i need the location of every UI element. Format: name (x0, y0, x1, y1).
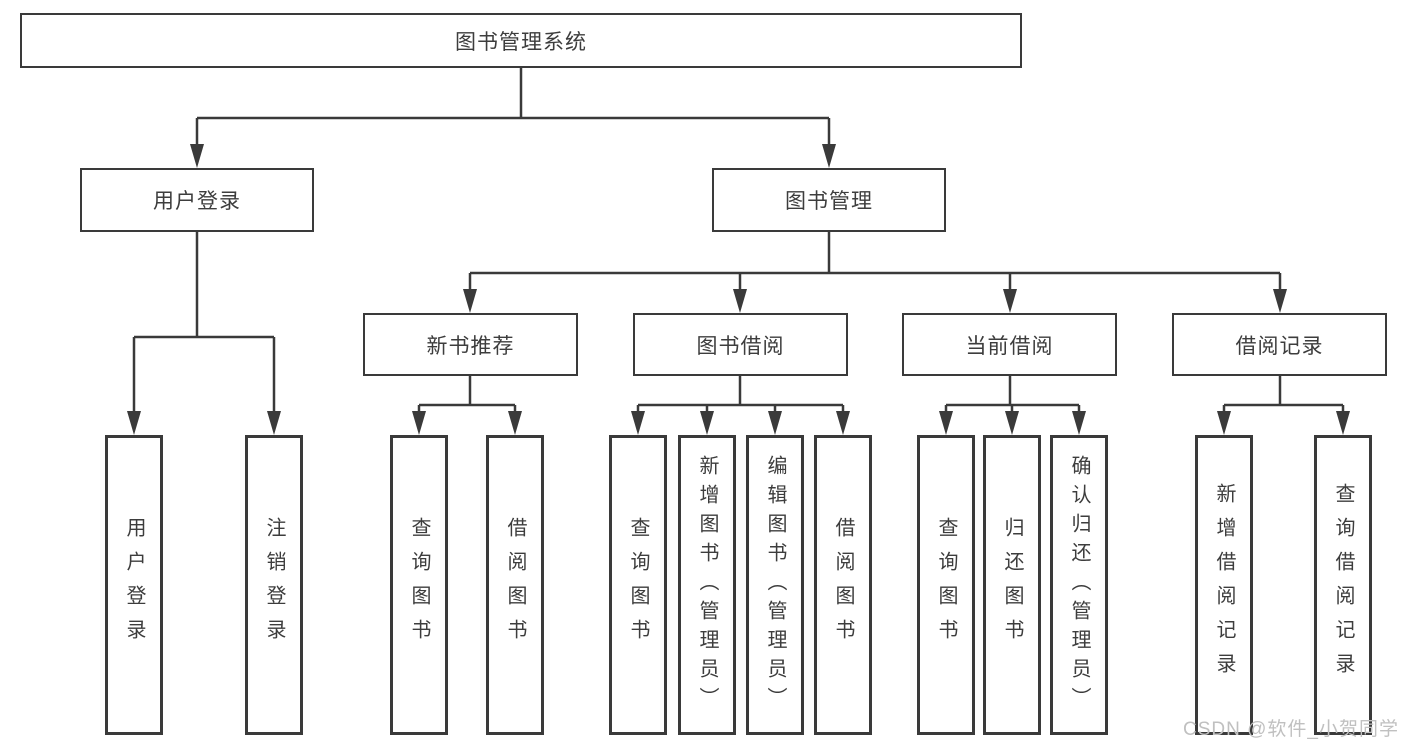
node-label: 图书管理系统 (455, 30, 587, 54)
node-book-management: 图书管理 (712, 168, 946, 232)
leaf-query-books-current: 查询图书 (917, 435, 975, 735)
node-new-book-recommend: 新书推荐 (363, 313, 578, 376)
leaf-borrow-books-recommend: 借阅图书 (486, 435, 544, 735)
arrowhead (267, 411, 281, 435)
leaf-label: 编辑图书（管理员） (764, 454, 786, 716)
node-borrowing-records: 借阅记录 (1172, 313, 1387, 376)
node-label: 借阅记录 (1235, 334, 1324, 358)
node-library-management-system: 图书管理系统 (20, 13, 1022, 68)
arrowhead (508, 411, 522, 435)
arrowhead (1273, 289, 1287, 313)
arrowhead (939, 411, 953, 435)
leaf-label: 查询图书 (408, 517, 430, 653)
arrowhead (822, 144, 836, 168)
leaf-query-books-borrowing: 查询图书 (609, 435, 667, 735)
leaf-confirm-return-admin: 确认归还（管理员） (1050, 435, 1108, 735)
leaf-label: 新增图书（管理员） (696, 454, 718, 716)
leaf-add-book-admin: 新增图书（管理员） (678, 435, 736, 735)
leaf-label: 确认归还（管理员） (1068, 454, 1090, 716)
arrowhead (1336, 411, 1350, 435)
leaf-label: 注销登录 (263, 517, 285, 653)
node-label: 图书管理 (785, 190, 873, 213)
node-book-borrowing: 图书借阅 (633, 313, 848, 376)
node-user-login: 用户登录 (80, 168, 314, 232)
arrowhead (836, 411, 850, 435)
node-label: 用户登录 (153, 190, 241, 213)
leaf-label: 借阅图书 (832, 517, 854, 653)
leaf-user-login: 用户登录 (105, 435, 163, 735)
node-label: 新书推荐 (426, 334, 515, 358)
node-label: 当前借阅 (965, 334, 1054, 358)
arrowhead (190, 144, 204, 168)
leaf-borrow-books: 借阅图书 (814, 435, 872, 735)
node-current-borrowing: 当前借阅 (902, 313, 1117, 376)
leaf-query-books-recommend: 查询图书 (390, 435, 448, 735)
leaf-label: 借阅图书 (504, 517, 526, 653)
leaf-label: 用户登录 (123, 517, 145, 653)
leaf-label: 新增借阅记录 (1213, 483, 1235, 687)
leaf-label: 归还图书 (1001, 517, 1023, 653)
node-label: 图书借阅 (696, 334, 785, 358)
arrowhead (1003, 289, 1017, 313)
leaf-label: 查询借阅记录 (1332, 483, 1354, 687)
arrowhead (1217, 411, 1231, 435)
arrowhead (733, 289, 747, 313)
arrowhead (1005, 411, 1019, 435)
arrowhead (700, 411, 714, 435)
leaf-return-book: 归还图书 (983, 435, 1041, 735)
leaf-label: 查询图书 (627, 517, 649, 653)
arrowhead (1072, 411, 1086, 435)
arrowhead (412, 411, 426, 435)
watermark: CSDN @软件_小贺同学 (1183, 719, 1399, 740)
leaf-edit-book-admin: 编辑图书（管理员） (746, 435, 804, 735)
leaf-add-borrow-record: 新增借阅记录 (1195, 435, 1253, 735)
leaf-logout: 注销登录 (245, 435, 303, 735)
arrowhead (463, 289, 477, 313)
leaf-query-borrow-record: 查询借阅记录 (1314, 435, 1372, 735)
leaf-label: 查询图书 (935, 517, 957, 653)
arrowhead (127, 411, 141, 435)
arrowhead (768, 411, 782, 435)
arrowhead (631, 411, 645, 435)
